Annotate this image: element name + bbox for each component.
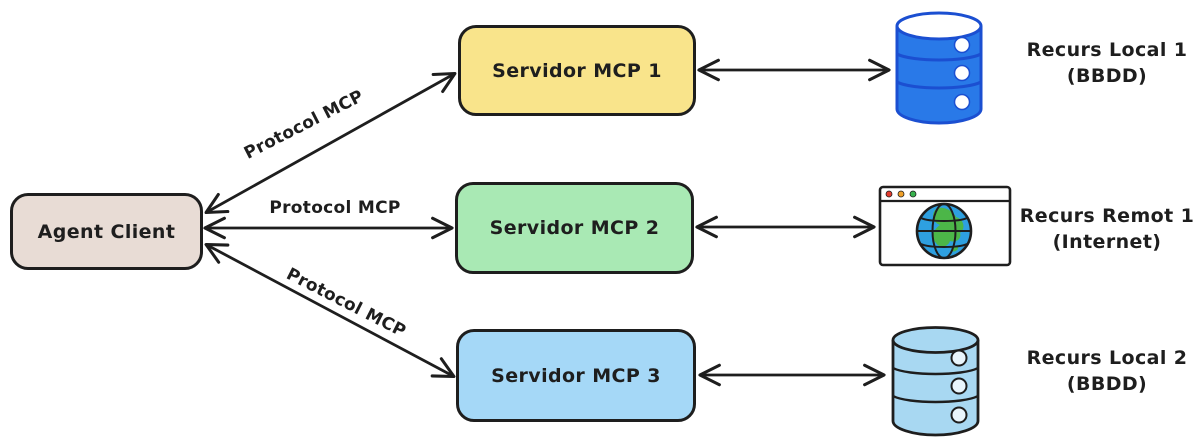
resource-label-line1: Recurs Local 1 [1026,39,1188,61]
servidor-mcp-2-label: Servidor MCP 2 [489,217,660,239]
browser-dot-green [909,190,917,198]
database-blue-icon [895,11,983,125]
node-servidor-mcp-2: Servidor MCP 2 [455,182,694,274]
edge-client-server3 [204,242,456,379]
servidor-mcp-3-label: Servidor MCP 3 [491,364,661,387]
resource-label-line2: (Internet) [1052,231,1162,253]
browser-dot-yellow [897,190,905,198]
resource-label-line1: Recurs Local 2 [1026,347,1188,369]
resource-label-recurs-local-1: Recurs Local 1 (BBDD) [1018,37,1196,89]
edge-label-protocol-mcp-2: Protocol MCP [269,198,401,218]
agent-client-label: Agent Client [37,220,176,243]
node-agent-client: Agent Client [10,193,203,270]
database-lightblue-icon [891,326,980,437]
edge-client-server1 [204,71,457,215]
browser-dot-red [885,190,893,198]
node-servidor-mcp-3: Servidor MCP 3 [456,329,696,422]
node-servidor-mcp-1: Servidor MCP 1 [458,25,696,116]
resource-label-recurs-remot-1: Recurs Remot 1 (Internet) [1018,203,1196,255]
resource-label-line2: (BBDD) [1066,65,1148,87]
resource-label-line2: (BBDD) [1066,373,1148,395]
servidor-mcp-1-label: Servidor MCP 1 [492,59,662,82]
resource-label-recurs-local-2: Recurs Local 2 (BBDD) [1018,345,1196,397]
globe-icon [915,202,973,260]
resource-label-line1: Recurs Remot 1 [1019,205,1195,227]
browser-globe-icon [878,185,1012,267]
